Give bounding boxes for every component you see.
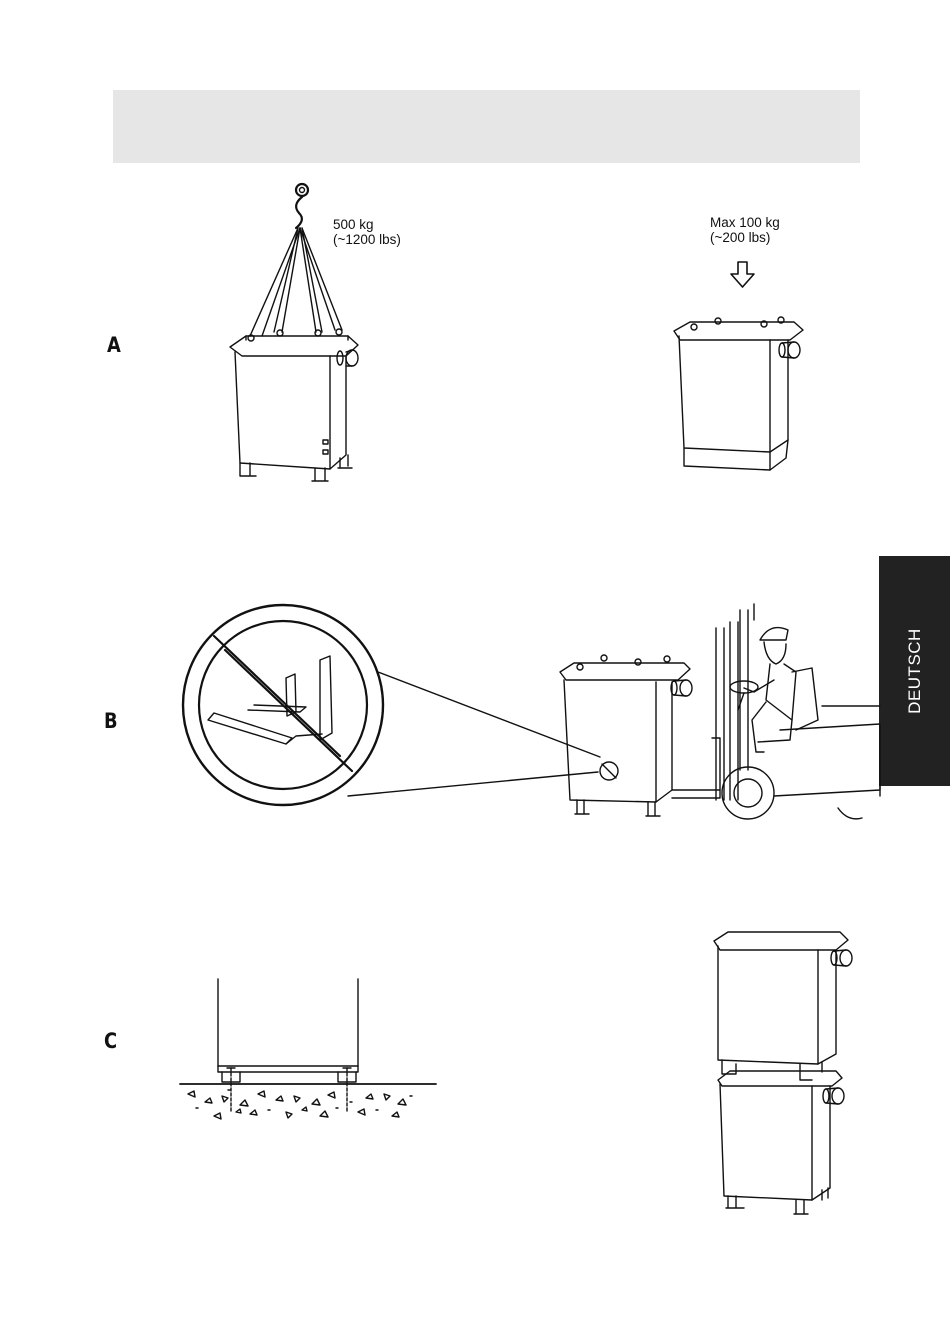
top-load-illustration	[674, 262, 803, 470]
no-forks-icon	[183, 605, 383, 805]
stacked-containers-illustration	[714, 932, 852, 1214]
down-arrow-icon	[731, 262, 754, 287]
crane-lift-illustration	[230, 184, 358, 481]
no-forks-illustration	[183, 605, 600, 805]
forklift-illustration	[560, 604, 880, 819]
crane-hook-icon	[296, 184, 308, 228]
floor-anchoring-illustration	[180, 979, 436, 1119]
